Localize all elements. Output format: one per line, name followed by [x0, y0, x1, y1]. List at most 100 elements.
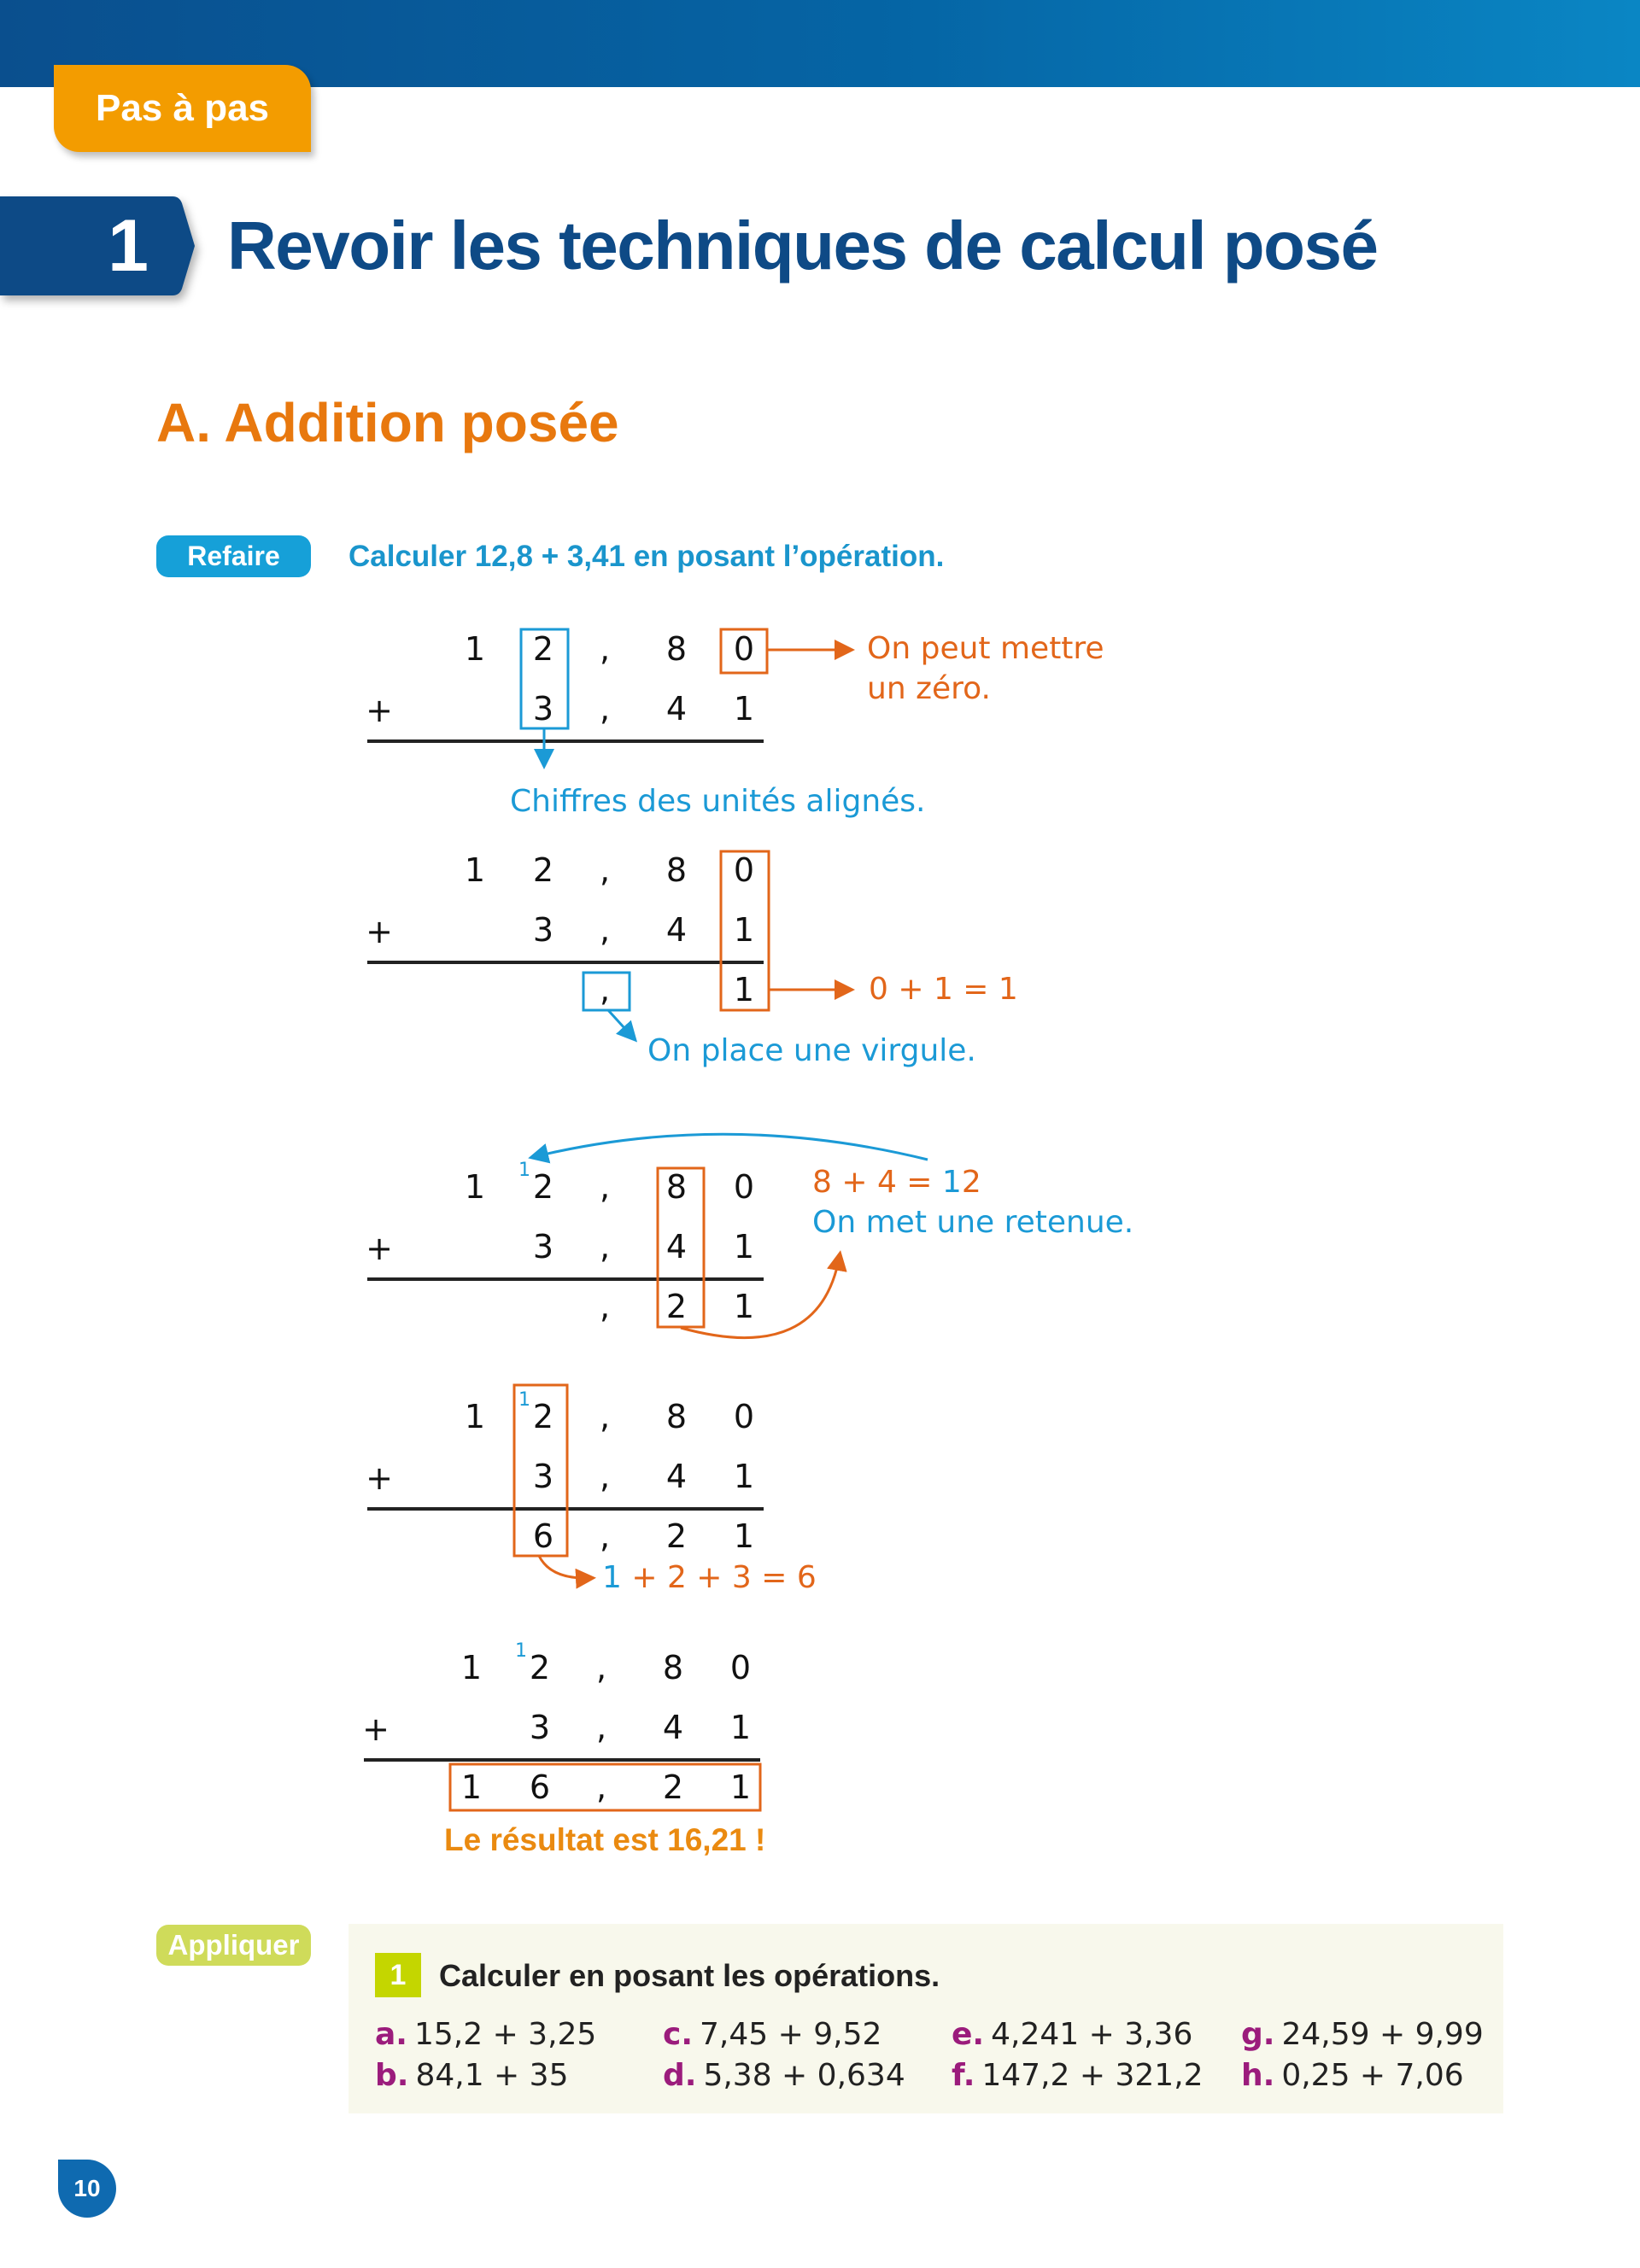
- result-digit: 1: [460, 1768, 483, 1806]
- digit: ,: [599, 690, 611, 728]
- note-zero-2: un zéro.: [867, 671, 991, 706]
- sum-line: [367, 739, 764, 743]
- digit: 0: [729, 1649, 752, 1686]
- item-expression: 15,2 + 3,25: [413, 2017, 597, 2052]
- refaire-instruction: Calculer 12,8 + 3,41 en posant l’opérati…: [348, 540, 945, 573]
- result-digit: 2: [665, 1288, 688, 1325]
- units-column-box: [519, 628, 570, 730]
- item-label: f.: [952, 2058, 975, 2093]
- result-digit: ,: [599, 1288, 611, 1325]
- digit: 3: [532, 1228, 554, 1266]
- item-expression: 5,38 + 0,634: [703, 2058, 905, 2093]
- digit: ,: [599, 1398, 611, 1435]
- exercise-item: f.147,2 + 321,2: [952, 2055, 1204, 2096]
- sum-8-4-right: 2: [961, 1165, 981, 1200]
- digit: 4: [665, 1458, 688, 1495]
- digit: ,: [595, 1709, 607, 1746]
- result-digit: 2: [665, 1517, 688, 1555]
- result-note: Le résultat est 16,21 !: [444, 1822, 766, 1857]
- digit: 1: [464, 851, 486, 889]
- digit: 8: [665, 851, 688, 889]
- digit: 2: [532, 630, 554, 668]
- item-expression: 84,1 + 35: [415, 2058, 569, 2093]
- digit: ,: [595, 1649, 607, 1686]
- note-sum-8-4: 8 + 4 = 12: [812, 1162, 981, 1203]
- digit: ,: [599, 1168, 611, 1206]
- item-expression: 7,45 + 9,52: [700, 2017, 882, 2052]
- result-digit: 6: [529, 1768, 551, 1806]
- note-carry: On met une retenue.: [812, 1205, 1134, 1240]
- plus-sign: +: [362, 1710, 390, 1748]
- digit: ,: [599, 1228, 611, 1266]
- digit: 2: [532, 1168, 554, 1206]
- item-label: g.: [1241, 2017, 1275, 2052]
- item-expression: 24,59 + 9,99: [1281, 2017, 1484, 2052]
- result-digit: ,: [599, 971, 611, 1008]
- sum-line: [367, 1507, 764, 1511]
- digit: 0: [733, 1398, 755, 1435]
- refaire-badge: Refaire: [156, 535, 311, 577]
- digit: 1: [464, 1398, 486, 1435]
- digit: 3: [532, 690, 554, 728]
- digit: 2: [532, 851, 554, 889]
- tenths-column-box: [656, 1166, 706, 1329]
- note-zero: On peut mettre: [867, 631, 1104, 666]
- plus-sign: +: [366, 692, 393, 729]
- chapter-number: 1: [108, 205, 149, 287]
- digit: ,: [599, 1458, 611, 1495]
- result-digit: 1: [733, 1288, 755, 1325]
- digit: 3: [529, 1709, 551, 1746]
- digit: 1: [733, 690, 755, 728]
- exercise-number: 1: [375, 1953, 421, 1997]
- units-sum-arrow: [537, 1555, 596, 1589]
- exercise-item: d.5,38 + 0,634: [663, 2055, 905, 2096]
- exercise-box: [348, 1924, 1503, 2113]
- exercise-item: e.4,241 + 3,36: [952, 2014, 1192, 2055]
- digit: 4: [665, 1228, 688, 1266]
- note-units-aligned: Chiffres des unités alignés.: [510, 784, 926, 819]
- exercise-item: g.24,59 + 9,99: [1241, 2014, 1484, 2055]
- sum-line: [367, 1277, 764, 1281]
- carry-digit: 1: [515, 1640, 527, 1662]
- result-digit: 1: [733, 971, 755, 1008]
- carry-digit: 1: [518, 1389, 530, 1411]
- result-digit: ,: [595, 1768, 607, 1806]
- section-title: A. Addition posée: [156, 392, 619, 453]
- sum-line: [367, 961, 764, 964]
- digit: 0: [733, 1168, 755, 1206]
- digit: 8: [665, 1398, 688, 1435]
- item-expression: 147,2 + 321,2: [981, 2058, 1204, 2093]
- note-comma: On place une virgule.: [647, 1033, 976, 1068]
- digit: 8: [665, 630, 688, 668]
- digit: 4: [665, 911, 688, 949]
- sum-8-4-carry: 1: [941, 1165, 962, 1200]
- exercise-item: h.0,25 + 7,06: [1241, 2055, 1464, 2096]
- plus-sign: +: [366, 1230, 393, 1267]
- plus-sign: +: [366, 913, 393, 950]
- digit: 1: [733, 911, 755, 949]
- item-label: b.: [375, 2058, 409, 2093]
- result-digit: 1: [729, 1768, 752, 1806]
- note-sum-1-2-3: 1 + 2 + 3 = 6: [602, 1558, 817, 1599]
- digit: 1: [460, 1649, 483, 1686]
- digit: 0: [733, 630, 755, 668]
- sum-1-2-3-rest: + 2 + 3 = 6: [621, 1560, 817, 1595]
- digit: 1: [464, 630, 486, 668]
- digit: 4: [662, 1709, 684, 1746]
- sum-8-4-left: 8 + 4 =: [812, 1165, 942, 1200]
- pas-a-pas-tab: Pas à pas: [54, 65, 311, 152]
- digit: ,: [599, 851, 611, 889]
- digit: ,: [599, 911, 611, 949]
- exercise-title: Calculer en posant les opérations.: [439, 1958, 940, 1993]
- item-label: d.: [663, 2058, 697, 2093]
- plus-sign: +: [366, 1459, 393, 1497]
- item-expression: 0,25 + 7,06: [1281, 2058, 1464, 2093]
- digit: 4: [665, 690, 688, 728]
- digit: 8: [665, 1168, 688, 1206]
- item-label: a.: [375, 2017, 407, 2052]
- item-label: e.: [952, 2017, 985, 2052]
- result-digit: 6: [532, 1517, 554, 1555]
- exercise-item: a.15,2 + 3,25: [375, 2014, 596, 2055]
- chapter-number-banner: [0, 196, 195, 295]
